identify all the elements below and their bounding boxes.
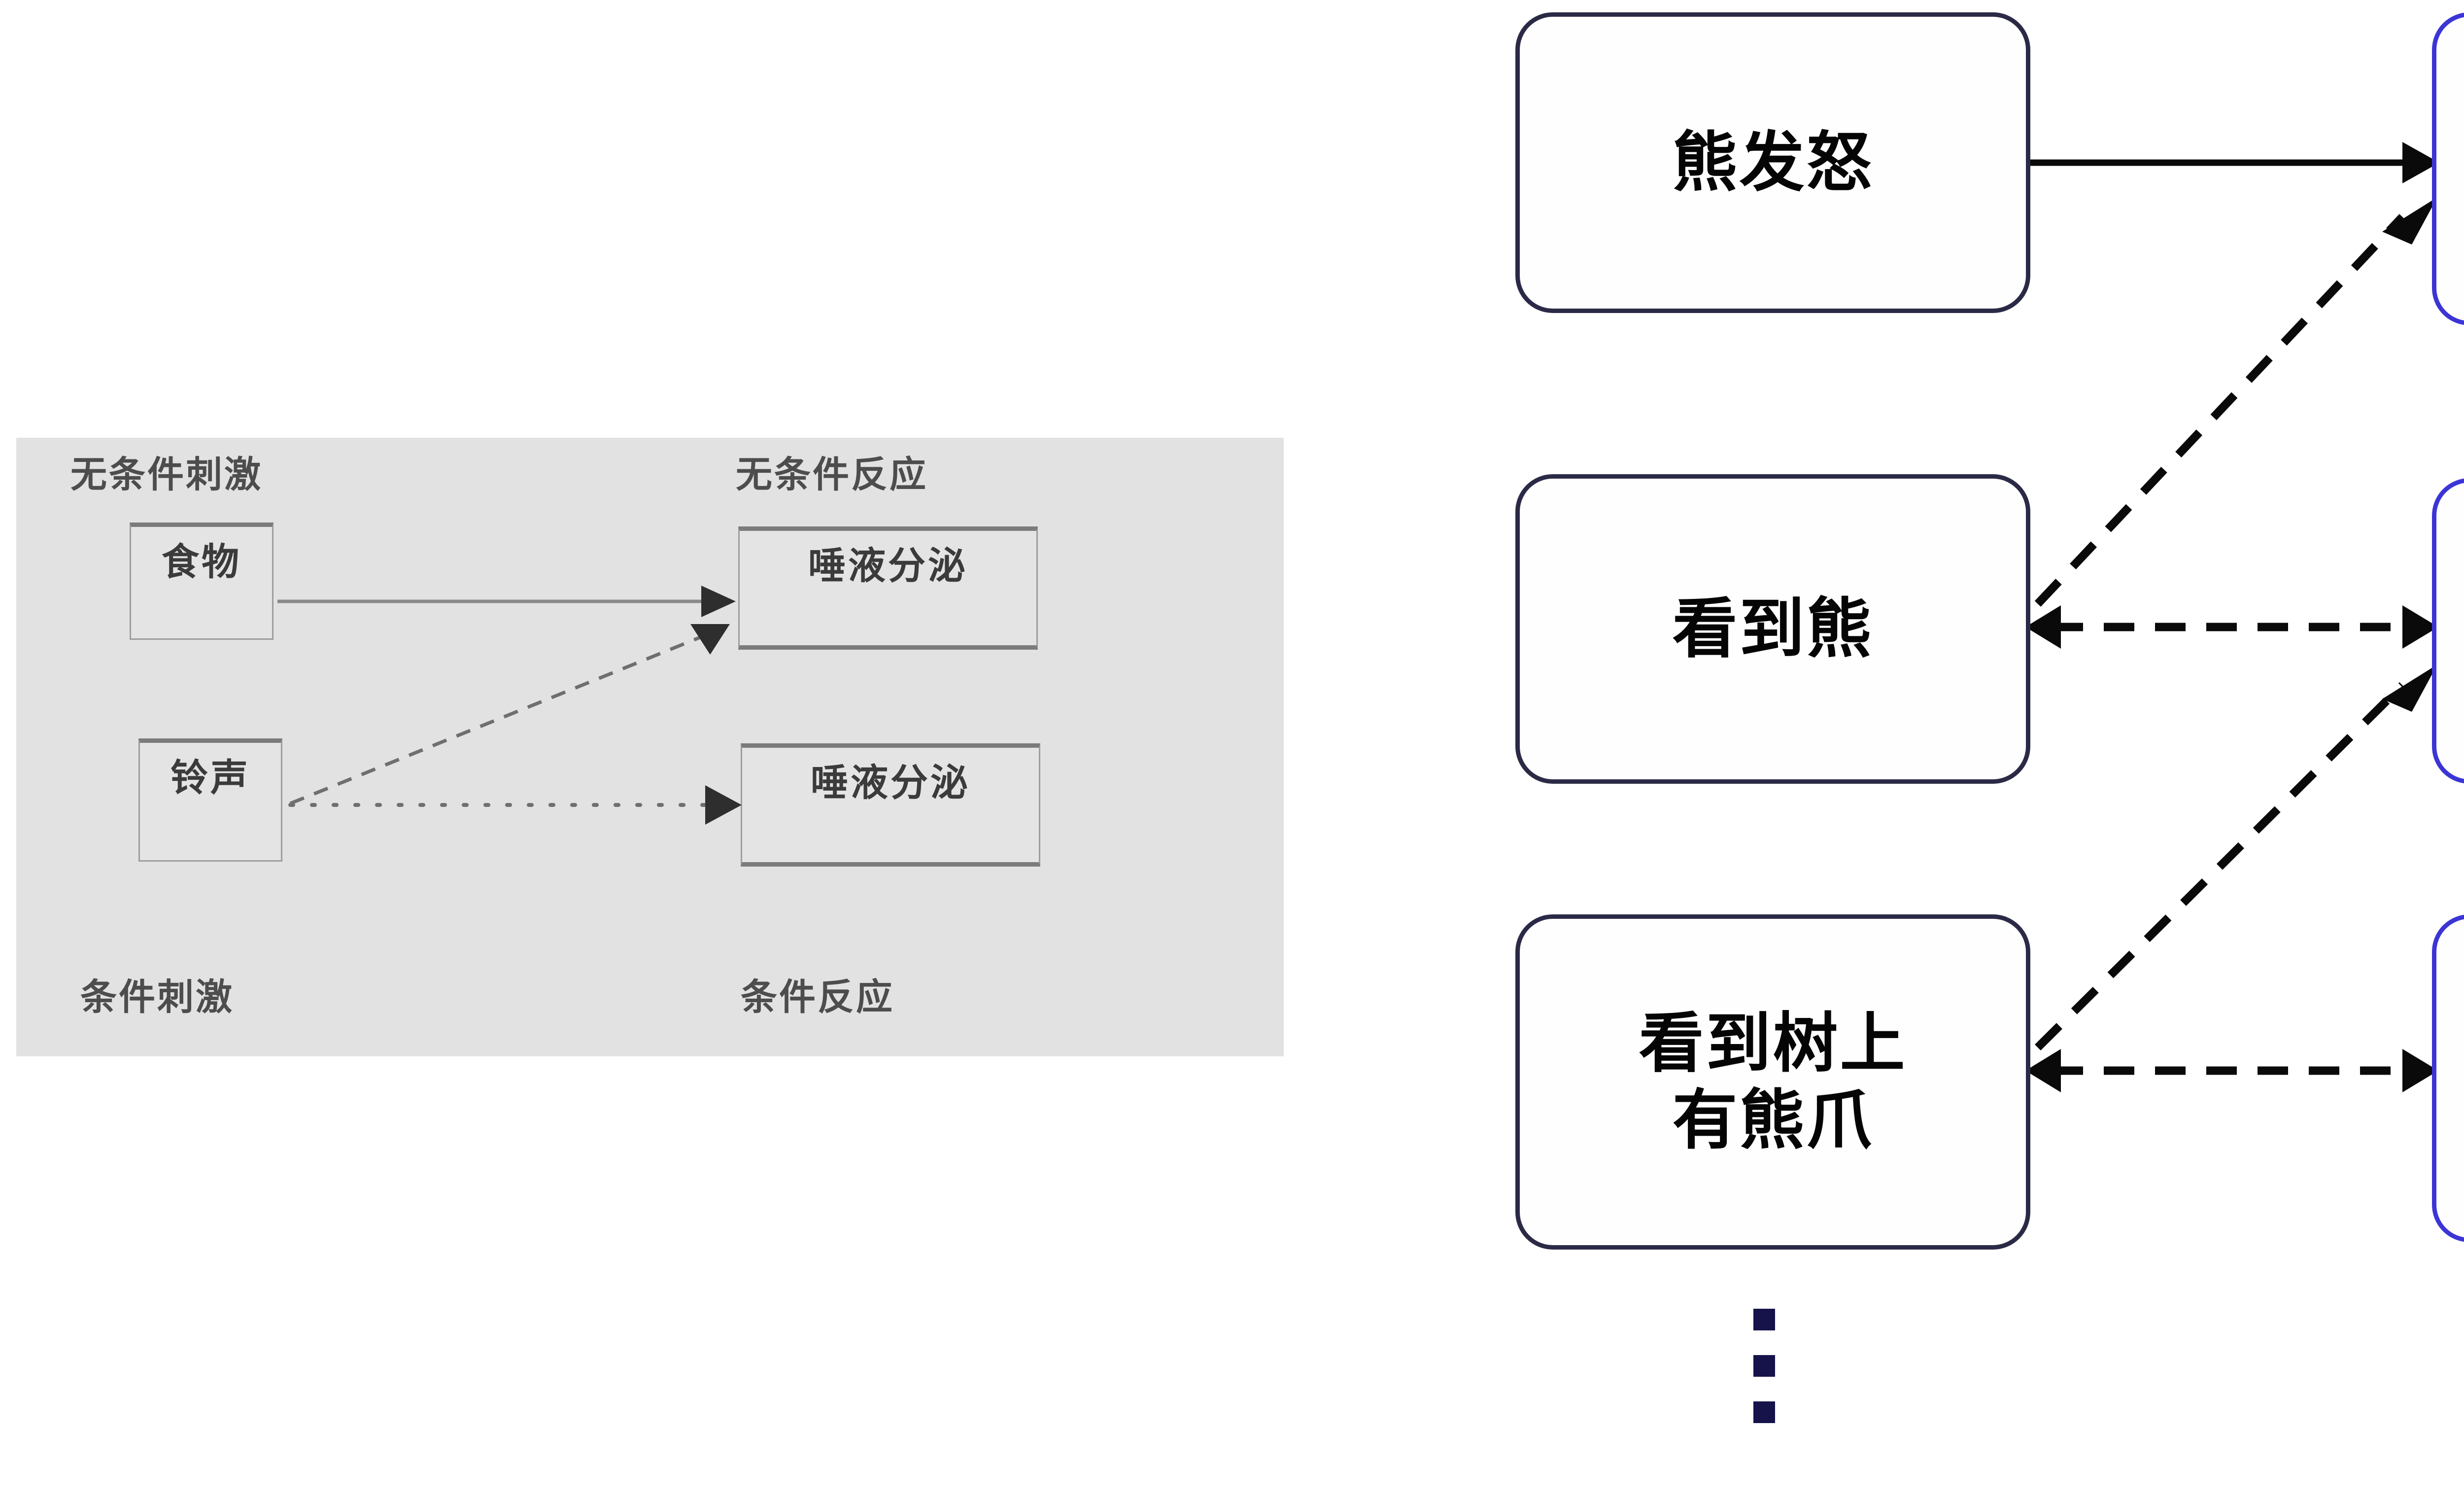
- arrowhead-seeclaw-to-vs-right: [2402, 1049, 2438, 1092]
- arrowhead-seebear-to-vsnext-left: [2025, 605, 2061, 649]
- pavlov-box-salivation-conditioned-label: 唾液分泌: [811, 762, 970, 804]
- node-see-claw-in-tree-label: 看到树上 有熊爪: [1639, 1007, 1907, 1156]
- vertical-ellipsis-left: [1753, 1309, 1775, 1448]
- caption-conditioned-stimulus: 条件刺激: [80, 976, 234, 1017]
- node-see-claw-in-tree[interactable]: 看到树上 有熊爪: [1515, 914, 2030, 1250]
- pavlov-arrows: [277, 586, 742, 825]
- pavlov-box-bell-label: 铃声: [171, 757, 250, 799]
- edge-seeclaw-to-vsnext-line: [2035, 682, 2405, 1051]
- pavlov-box-bell: 铃声: [138, 738, 282, 862]
- arrowhead-angry-to-reward: [2402, 142, 2439, 183]
- arrowhead-seebear-to-reward: [2382, 197, 2437, 244]
- pavlov-box-food-label: 食物: [162, 541, 241, 583]
- node-value-s-next[interactable]: V(s′): [2432, 478, 2464, 784]
- pavlov-arrowhead-bell-diagonal: [690, 624, 730, 655]
- arrowhead-seebear-to-vsnext-right: [2402, 605, 2438, 649]
- node-bear-angry-label: 熊发怒: [1672, 126, 1874, 199]
- node-value-s[interactable]: V(s): [2432, 914, 2464, 1242]
- arrowhead-seeclaw-to-vsnext: [2382, 664, 2437, 712]
- ellipsis-square: [1753, 1309, 1775, 1330]
- node-bear-angry[interactable]: 熊发怒: [1515, 12, 2030, 313]
- node-see-bear[interactable]: 看到熊: [1515, 474, 2030, 784]
- pavlov-box-food: 食物: [130, 523, 274, 640]
- pavlov-arrowhead-bell-horizontal: [705, 785, 742, 825]
- pavlov-box-salivation-unconditioned-label: 唾液分泌: [808, 545, 968, 587]
- pavlov-box-salivation-conditioned: 唾液分泌: [741, 743, 1040, 867]
- edge-seebear-to-reward-line: [2034, 214, 2406, 607]
- pavlov-arrowhead-food: [701, 586, 736, 617]
- node-see-bear-label: 看到熊: [1672, 593, 1874, 665]
- node-reward[interactable]: 奖励: [2432, 12, 2464, 325]
- arrowhead-seeclaw-to-vs-left: [2025, 1049, 2061, 1092]
- caption-unconditioned-response: 无条件反应: [736, 454, 928, 495]
- ellipsis-square: [1753, 1355, 1775, 1377]
- ellipsis-square: [1753, 1401, 1775, 1423]
- rl-edges: [2025, 142, 2439, 1092]
- classical-conditioning-panel: 无条件刺激 无条件反应 条件刺激 条件反应 食物 铃声 唾液分泌 唾液分泌: [16, 438, 1284, 1056]
- rl-td-diagram: 熊发怒 看到熊 看到树上 有熊爪 奖励 V(s′) V(s): [1454, 0, 2464, 1499]
- caption-conditioned-response: 条件反应: [741, 976, 894, 1017]
- caption-unconditioned-stimulus: 无条件刺激: [70, 454, 263, 495]
- pavlov-box-salivation-unconditioned: 唾液分泌: [738, 526, 1038, 650]
- pavlov-arrow-bell-diagonal-line: [289, 633, 707, 805]
